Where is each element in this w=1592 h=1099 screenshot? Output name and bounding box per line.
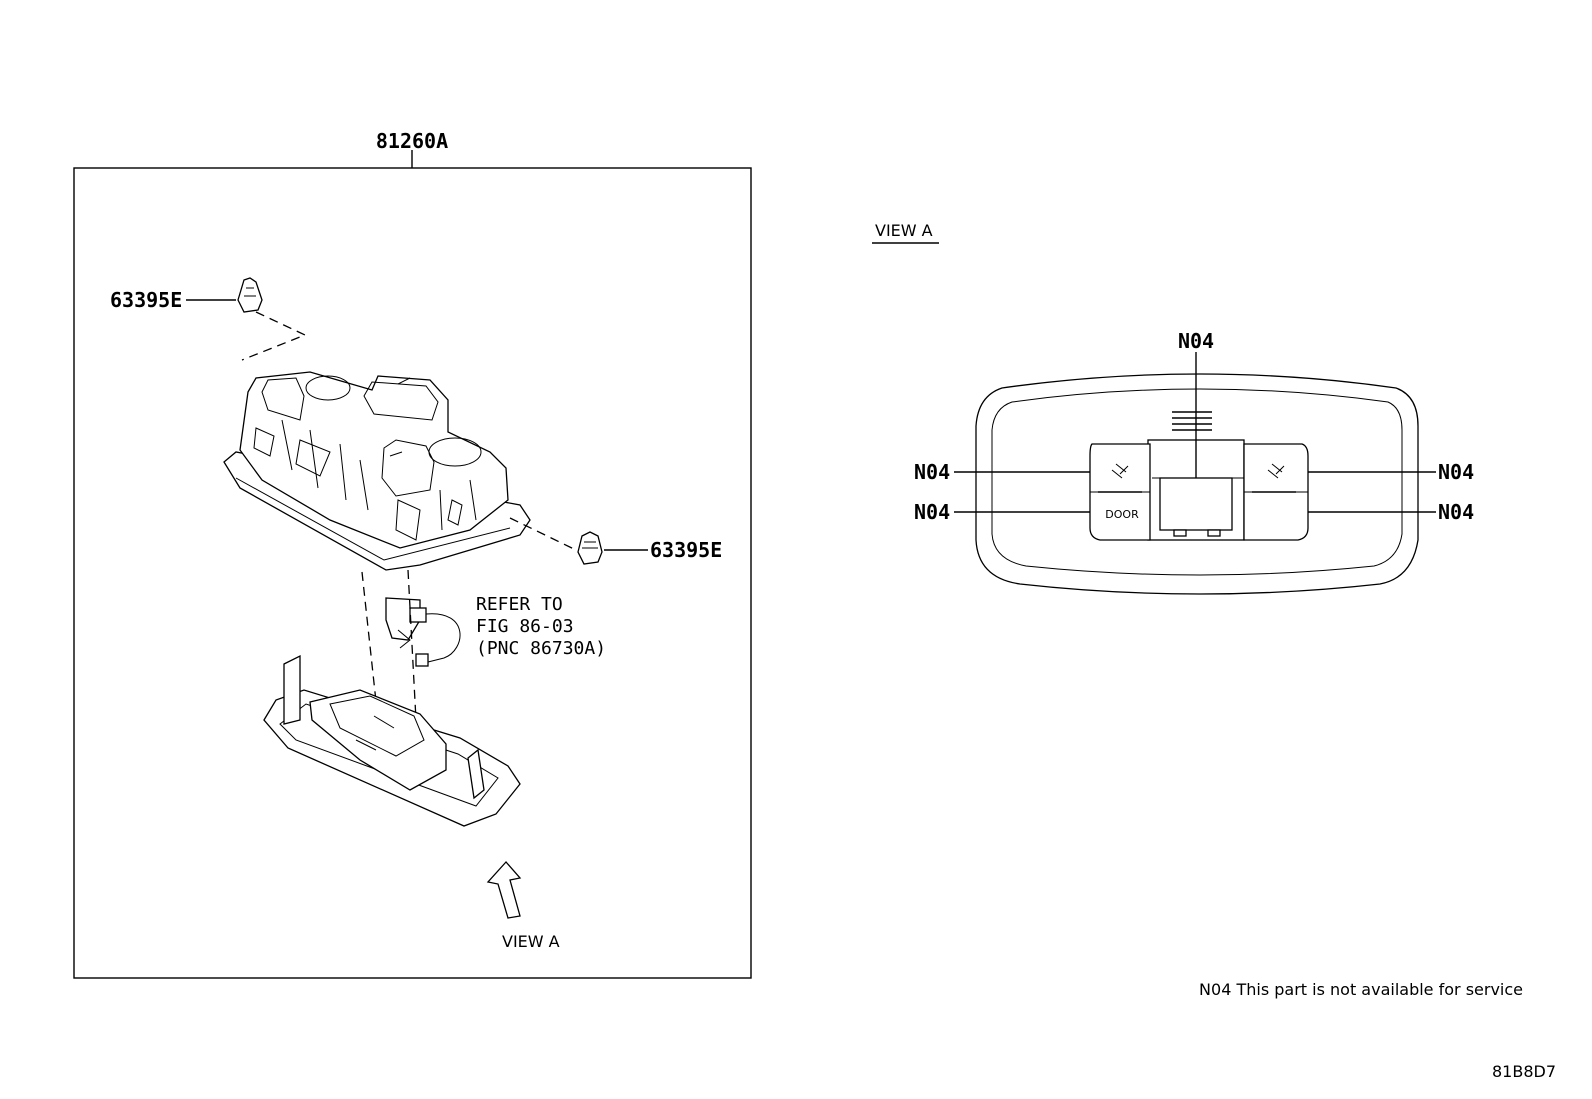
callout-left-upper[interactable]: N04 [914,460,950,484]
map-light-right-icon [1267,463,1285,479]
view-a-title: VIEW A [875,221,933,240]
view-a-panel: VIEW A DOOR [872,221,1474,595]
clip-right-part-number[interactable]: 63395E [650,538,722,562]
assembly-part-number[interactable]: 81260A [376,129,448,153]
clip-right-install-line [509,517,577,551]
lens-install-line-1 [361,571,379,721]
view-a-left-buttons: DOOR [1089,443,1151,541]
map-light-left-icon [1111,463,1129,479]
callout-right-upper[interactable]: N04 [1438,460,1474,484]
lens-install-line-2 [407,569,417,721]
assembly-panel: 81260A 63395E [73,129,752,979]
footnote: N04 This part is not available for servi… [1199,980,1523,999]
clip-right [577,531,603,565]
callout-left-lower[interactable]: N04 [914,500,950,524]
clip-top-install-line [241,311,307,361]
door-button-label: DOOR [1105,508,1139,521]
refer-note-line-2: FIG 86-03 [476,616,574,637]
view-a-grill [1172,411,1212,431]
view-a-bezel-inner [991,388,1403,576]
clip-top-part-number[interactable]: 63395E [110,288,182,312]
view-a-arrow [486,861,522,919]
callout-right-lower[interactable]: N04 [1438,500,1474,524]
refer-note-line-3: (PNC 86730A) [476,638,606,659]
view-a-arrow-label: VIEW A [502,932,560,951]
lens-cover [263,654,521,827]
refer-note-line-1: REFER TO [476,594,563,615]
view-a-right-buttons [1243,443,1309,541]
figure-code: 81B8D7 [1492,1062,1556,1081]
clip-top [237,277,263,313]
map-lamp-housing [223,371,531,571]
switch-connector [385,597,461,667]
view-a-center-lens [1147,439,1245,541]
callout-top[interactable]: N04 [1178,329,1214,353]
